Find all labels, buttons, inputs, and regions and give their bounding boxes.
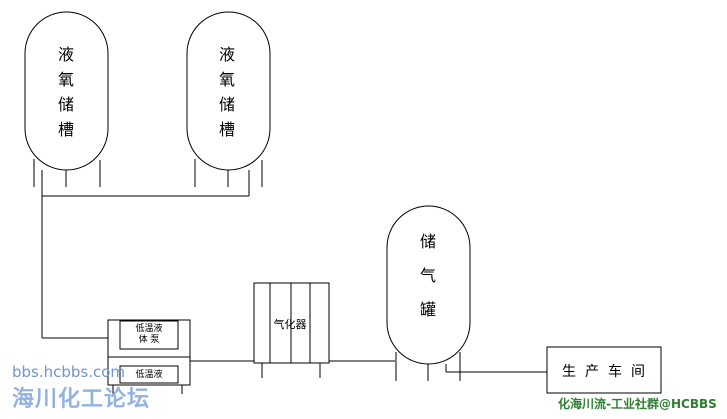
storage-tank-label: 储气罐 bbox=[419, 232, 436, 319]
workshop-label: 生产车间 bbox=[562, 364, 654, 380]
watermark-credit: 化海川流-工业社群@HCBBS bbox=[558, 397, 717, 411]
tank-1-label: 液氧 储槽 bbox=[57, 45, 74, 139]
watermark-forum-name: 海川化工论坛 bbox=[12, 387, 151, 412]
pump-1-label: 低温液体 泵 bbox=[135, 324, 163, 345]
vaporizer-label: 气化器 bbox=[273, 318, 307, 331]
pump-2-label: 低温液 bbox=[135, 370, 163, 380]
watermark-url: bbs.hcbbs.com bbox=[12, 363, 126, 381]
pump-frame bbox=[107, 319, 191, 386]
pump-1 bbox=[119, 320, 179, 350]
workshop-box bbox=[546, 346, 662, 394]
pump-2 bbox=[119, 365, 179, 384]
tank-2-label: 液氧 储槽 bbox=[218, 45, 235, 139]
